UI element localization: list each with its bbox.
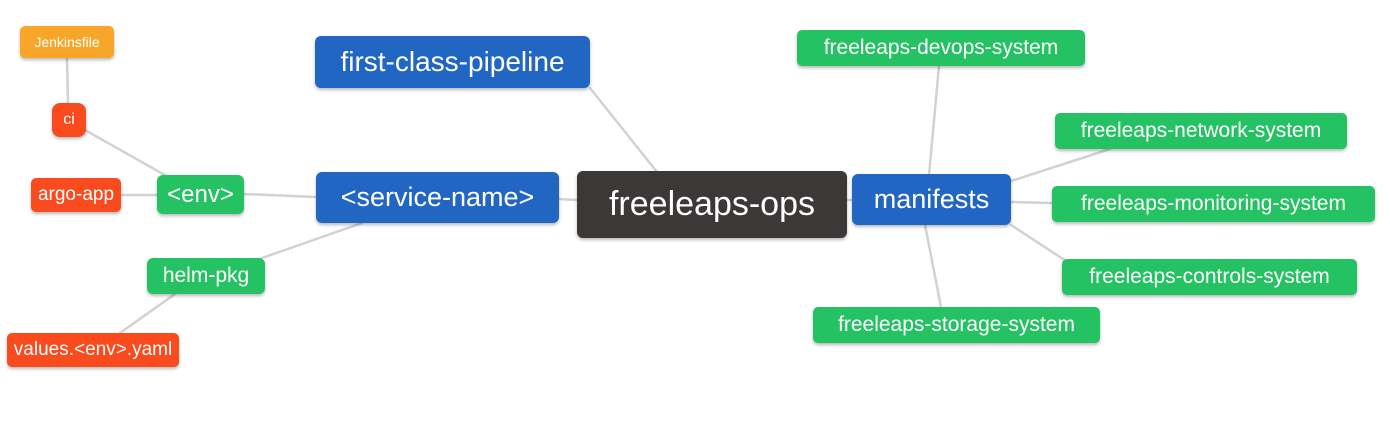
node-freeleaps-network-system[interactable]: freeleaps-network-system bbox=[1055, 113, 1347, 149]
edge-manifests-devops bbox=[927, 64, 941, 177]
node-values-env-yaml[interactable]: values.<env>.yaml bbox=[7, 333, 179, 367]
edge-env-servicename bbox=[242, 192, 318, 199]
node-argo-app[interactable]: argo-app bbox=[31, 178, 121, 212]
edge-manifests-storage bbox=[923, 223, 943, 309]
edge-helmpkg-values bbox=[118, 292, 177, 335]
edge-servicename-ops bbox=[557, 197, 579, 202]
node-jenkinsfile[interactable]: Jenkinsfile bbox=[20, 26, 114, 58]
edge-jenkinsfile-ci bbox=[65, 56, 70, 105]
node-freeleaps-ops-root[interactable]: freeleaps-ops bbox=[577, 171, 847, 238]
edge-pipeline-ops bbox=[588, 86, 659, 174]
node-first-class-pipeline[interactable]: first-class-pipeline bbox=[315, 36, 590, 88]
edge-manifests-controls bbox=[1009, 223, 1068, 263]
node-env[interactable]: <env> bbox=[157, 175, 244, 214]
node-service-name[interactable]: <service-name> bbox=[316, 172, 559, 223]
edge-ci-env bbox=[83, 128, 172, 180]
node-freeleaps-devops-system[interactable]: freeleaps-devops-system bbox=[797, 30, 1085, 66]
node-freeleaps-controls-system[interactable]: freeleaps-controls-system bbox=[1062, 259, 1357, 295]
node-manifests[interactable]: manifests bbox=[852, 174, 1011, 225]
node-freeleaps-monitoring-system[interactable]: freeleaps-monitoring-system bbox=[1052, 186, 1375, 222]
edge-manifests-network bbox=[1009, 147, 1112, 183]
edge-servicename-helmpkg bbox=[260, 221, 364, 260]
edge-manifests-monitoring bbox=[1009, 200, 1054, 205]
node-freeleaps-storage-system[interactable]: freeleaps-storage-system bbox=[813, 307, 1100, 343]
node-ci[interactable]: ci bbox=[52, 103, 86, 137]
node-helm-pkg[interactable]: helm-pkg bbox=[147, 258, 265, 294]
